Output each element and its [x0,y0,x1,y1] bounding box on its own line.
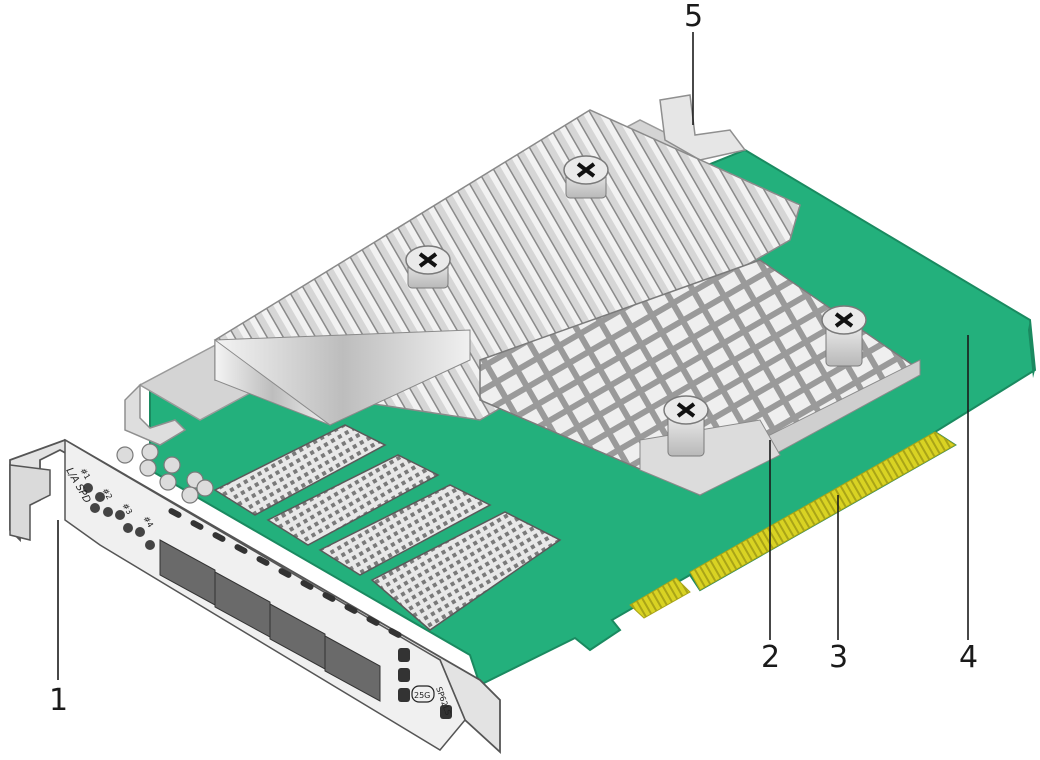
port-openings [159,539,381,702]
callout-2: 2 [761,640,781,675]
sfp-cage-1 [213,424,387,516]
screw-right [821,305,867,367]
screw-top [563,155,609,199]
pcb-edge [1028,320,1035,378]
svg-text:25G: 25G [414,691,430,700]
callout-1: 1 [49,683,69,718]
heatsink-front-fins [213,329,471,426]
bracket-vent-slots [168,508,452,719]
callout-4: 4 [959,640,979,675]
callout-3: 3 [829,640,849,675]
gold-fingers [689,431,956,591]
screw-left [405,245,451,289]
callout-5: 5 [684,0,704,34]
leader-lines [57,32,969,680]
screw-bottom [663,395,709,457]
sfp-cage-4 [370,511,562,631]
rail-hook [124,383,187,446]
bracket-tab [9,464,51,541]
sfp-cage-2 [266,454,440,546]
sfp-cage-3 [318,484,492,576]
rear-clip [659,94,747,161]
gold-fingers-short [629,577,691,619]
speed-badge: 25G [411,685,435,703]
bracket-led-holes [83,483,155,550]
led-lightpipes [116,443,214,504]
